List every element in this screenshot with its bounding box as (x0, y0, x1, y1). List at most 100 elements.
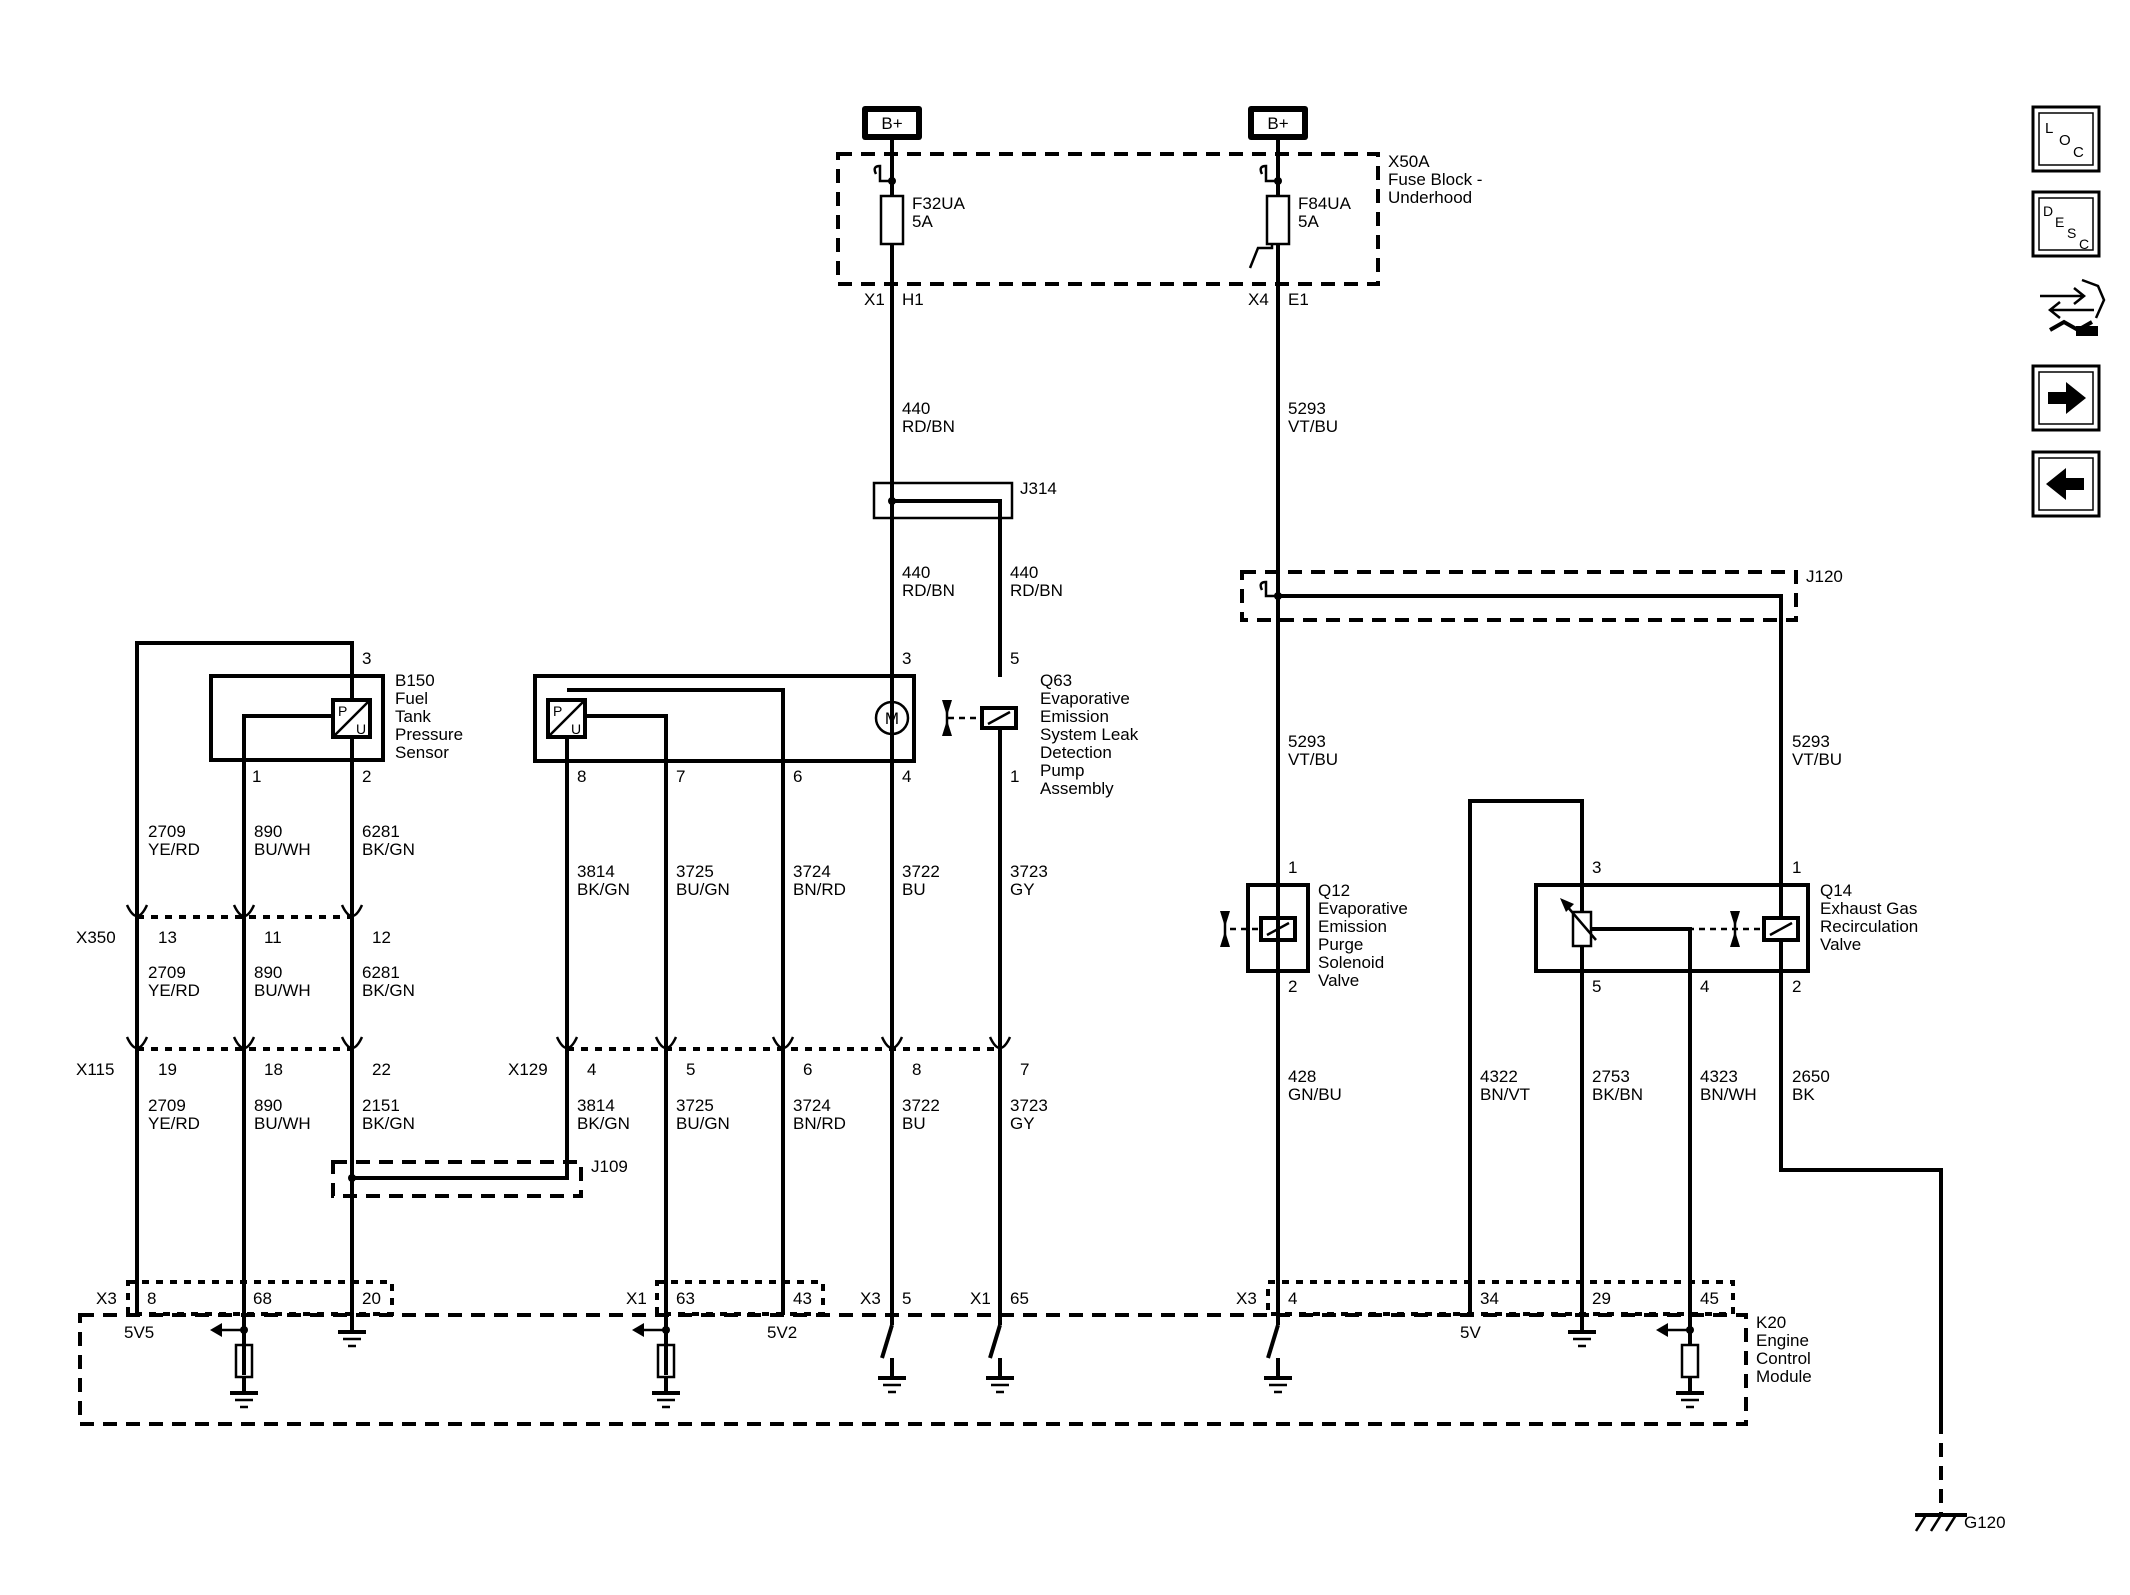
q12-id: Q12 (1318, 881, 1350, 900)
wire-color: BK (1792, 1085, 1815, 1104)
ecm-conn-label: X3 (860, 1289, 881, 1308)
wire-label: 440 (1010, 563, 1038, 582)
pin-label: 1 (1010, 767, 1019, 786)
splice-j109 (331, 1160, 583, 1198)
pin-label: 2 (1288, 977, 1297, 996)
wire-label: 2151 (362, 1096, 400, 1115)
connector-icon[interactable] (2040, 278, 2106, 336)
motor-label: M (885, 709, 899, 728)
pin-label: 4 (587, 1060, 596, 1079)
loc-icon[interactable] (2031, 105, 2101, 173)
wire-color: BK/GN (577, 1114, 630, 1133)
pin-label: 6 (793, 767, 802, 786)
ecm-input-63 (632, 1315, 680, 1409)
pin-label: 3 (362, 649, 371, 668)
ecm-conn-label: X3 (1236, 1289, 1257, 1308)
wire-label: 428 (1288, 1067, 1316, 1086)
splice-j314 (872, 481, 1014, 520)
sensor-u: U (571, 721, 581, 737)
splice-j120 (1240, 570, 1798, 622)
desc-icon[interactable] (2031, 190, 2101, 258)
pin-label: 11 (264, 928, 282, 947)
wire-color: BN/WH (1700, 1085, 1757, 1104)
pin-label: 6 (803, 1060, 812, 1079)
wire-color: GY (1010, 880, 1035, 899)
wire-color: BK/GN (362, 1114, 415, 1133)
q63-name: Assembly (1040, 779, 1114, 798)
b150-box (209, 674, 385, 762)
wire-label: 2709 (148, 822, 186, 841)
wire-label: 2709 (148, 1096, 186, 1115)
desc-button[interactable]: D E S C (2031, 190, 2101, 258)
ground-icon (338, 1315, 366, 1348)
q12-name: Purge (1318, 935, 1363, 954)
solenoid-icon (1259, 916, 1297, 942)
wire-color: RD/BN (902, 581, 955, 600)
pin-label: 12 (372, 928, 391, 947)
pin-label: 18 (264, 1060, 283, 1079)
pin-label: 5 (1010, 649, 1019, 668)
pin-label: 5 (686, 1060, 695, 1079)
pin-label: 1 (1288, 858, 1297, 877)
wire-label: 3723 (1010, 1096, 1048, 1115)
q14-name: Recirculation (1820, 917, 1918, 936)
wire-color: VT/BU (1288, 750, 1338, 769)
pin-label: 20 (362, 1289, 381, 1308)
wire-label: 3725 (676, 1096, 714, 1115)
wire-color: YE/RD (148, 1114, 200, 1133)
q63-name: Pump (1040, 761, 1084, 780)
q63-name: Emission (1040, 707, 1109, 726)
wire-label: 3723 (1010, 862, 1048, 881)
ecm-conn-label: X3 (96, 1289, 117, 1308)
pin-label: 4 (1700, 977, 1709, 996)
back-button[interactable] (2031, 450, 2101, 518)
b150-name: Fuel (395, 689, 428, 708)
supply-label: 5V (1460, 1323, 1481, 1342)
bplus-2-label: B+ (1267, 114, 1288, 133)
q14-name: Valve (1820, 935, 1861, 954)
fuse-block-name-2: Underhood (1388, 188, 1472, 207)
pin-label: 8 (577, 767, 586, 786)
wire-color: VT/BU (1288, 417, 1338, 436)
q63-box (533, 674, 916, 763)
ecm-name: Control (1756, 1349, 1811, 1368)
wire-color: BU/GN (676, 880, 730, 899)
q12-name: Valve (1318, 971, 1359, 990)
splice-j120-label: J120 (1806, 567, 1843, 586)
next-button[interactable] (2031, 364, 2101, 432)
wire-label: 890 (254, 963, 282, 982)
wire-label: 4323 (1700, 1067, 1738, 1086)
splice-j314-label: J314 (1020, 479, 1057, 498)
wire-label: 5293 (1792, 732, 1830, 751)
loc-button[interactable]: L O C (2031, 105, 2101, 173)
pin-label: 63 (676, 1289, 695, 1308)
ecm-name: Engine (1756, 1331, 1809, 1350)
fuse1-id: F32UA (912, 194, 966, 213)
wire-label: 3724 (793, 862, 831, 881)
wire-color: GY (1010, 1114, 1035, 1133)
fuse-f32ua-icon (879, 194, 905, 246)
connector-button[interactable] (2040, 278, 2106, 336)
wire-color: BN/VT (1480, 1085, 1530, 1104)
pin-label: 13 (158, 928, 177, 947)
q12-name: Solenoid (1318, 953, 1384, 972)
desc-letter: S (2067, 225, 2076, 241)
loc-letter: C (2073, 144, 2084, 161)
pin-label: 2 (362, 767, 371, 786)
wire-color: BU/WH (254, 981, 311, 1000)
loc-letter: L (2045, 120, 2053, 137)
wire-label: 3814 (577, 862, 615, 881)
ecm-conn-5 (1266, 1280, 1735, 1316)
pin-label: 22 (372, 1060, 391, 1079)
fuse1-rating: 5A (912, 212, 933, 231)
wire-color: BK/GN (362, 840, 415, 859)
pin-label: 3 (1592, 858, 1601, 877)
pin-label: 4 (902, 767, 911, 786)
wire-label: 3724 (793, 1096, 831, 1115)
wire-label: 890 (254, 822, 282, 841)
fuse-f84ua-icon (1265, 194, 1291, 246)
wire-label: 890 (254, 1096, 282, 1115)
ecm-box (78, 1313, 1748, 1426)
wire-color: VT/BU (1792, 750, 1842, 769)
pin-label: 7 (676, 767, 685, 786)
